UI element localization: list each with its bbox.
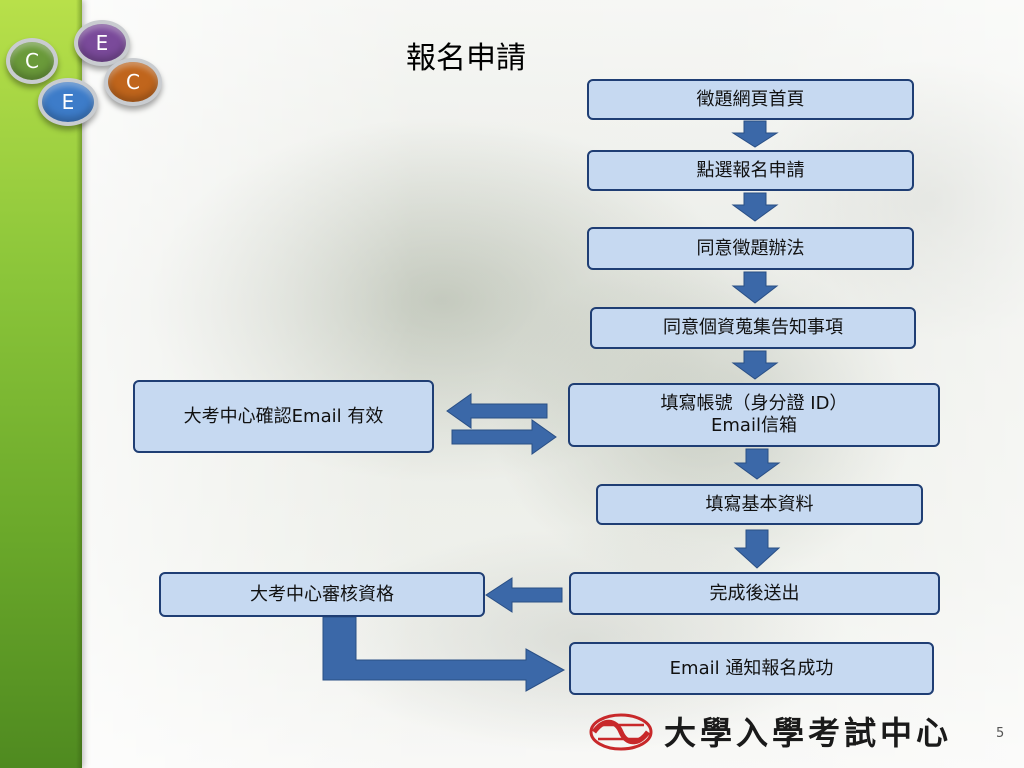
arrow-down-6	[733, 529, 781, 569]
logo-ball-e-purple: E	[74, 20, 130, 66]
step-label: 填寫帳號（身分證 ID）	[660, 393, 848, 415]
arrow-right-confirm	[451, 419, 557, 455]
slide-title: 報名申請	[406, 41, 526, 76]
step-fill-basic: 填寫基本資料	[596, 484, 923, 525]
side-label: 大考中心確認Email 有效	[183, 405, 384, 427]
side-review-qualification: 大考中心審核資格	[159, 572, 485, 617]
logo-ball-c-green: C	[6, 38, 58, 84]
page-number: 5	[996, 726, 1005, 741]
step-agree-privacy: 同意個資蒐集告知事項	[590, 307, 916, 349]
step-label: 同意徵題辦法	[696, 237, 805, 259]
arrow-down-5	[733, 448, 781, 480]
arrow-elbow-notify	[322, 616, 566, 692]
step-home: 徵題網頁首頁	[587, 79, 914, 120]
arrow-down-1	[731, 120, 779, 148]
step-label: 填寫基本資料	[705, 493, 814, 515]
step-label: 同意個資蒐集告知事項	[663, 317, 843, 339]
step-click-apply: 點選報名申請	[587, 150, 914, 191]
step-fill-account: 填寫帳號（身分證 ID） Email信箱	[568, 383, 940, 447]
arrow-left-confirm	[446, 393, 548, 429]
step-label-line2: Email信箱	[711, 415, 797, 436]
logo-letter: C	[25, 49, 39, 73]
side-label: 大考中心審核資格	[250, 583, 394, 605]
arrow-down-4	[731, 350, 779, 380]
step-submit: 完成後送出	[569, 572, 940, 615]
step-label: Email 通知報名成功	[669, 657, 834, 679]
side-confirm-email: 大考中心確認Email 有效	[133, 380, 434, 453]
organization-wordmark: 大學入學考試中心	[664, 714, 953, 752]
logo-letter: C	[126, 70, 140, 94]
step-label: 點選報名申請	[696, 159, 805, 181]
step-notify-success: Email 通知報名成功	[569, 642, 934, 695]
logo-ball-e-blue: E	[38, 78, 98, 126]
logo-ball-c-orange: C	[104, 58, 162, 106]
step-agree-rules: 同意徵題辦法	[587, 227, 914, 270]
step-label: 徵題網頁首頁	[696, 88, 805, 110]
arrow-down-2	[731, 192, 779, 222]
logo-letter: E	[95, 31, 109, 55]
ceec-emblem-icon	[589, 713, 653, 751]
logo-letter: E	[61, 90, 75, 114]
left-sidebar	[0, 0, 82, 768]
arrow-down-3	[731, 271, 779, 304]
arrow-left-review	[485, 577, 563, 613]
step-label: 完成後送出	[709, 582, 800, 604]
